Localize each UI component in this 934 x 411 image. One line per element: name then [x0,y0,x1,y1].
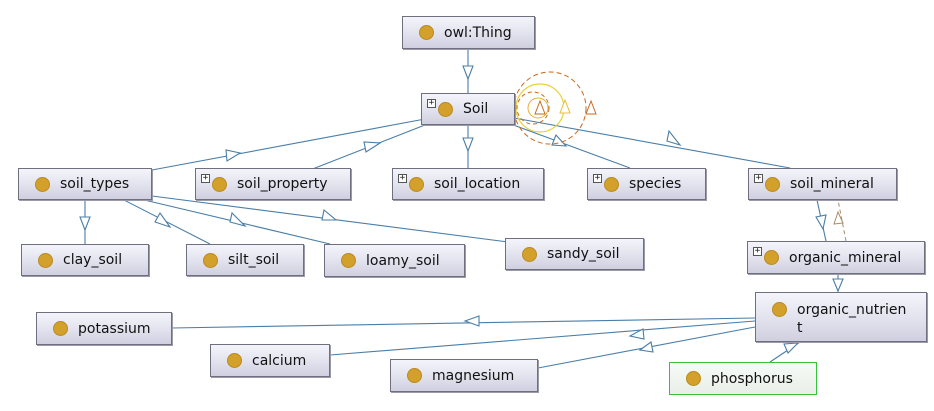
class-icon [35,176,50,192]
arrowhead [462,65,474,81]
class-icon [686,371,701,386]
arrowhead [321,208,338,221]
arrowhead [666,129,682,147]
expand-icon[interactable]: + [754,173,763,183]
self-loop [513,71,587,145]
class-label: soil_property [237,176,328,192]
expand-icon[interactable]: + [593,173,602,183]
class-node-sandy-soil[interactable]: sandy_soil [505,238,644,270]
edge-nutrient-calcium [329,320,756,356]
expand-icon[interactable]: + [398,173,407,183]
class-label: organic_mineral [789,249,902,266]
class-label: soil_types [60,176,130,192]
class-icon [341,253,356,268]
arrowhead [638,341,654,353]
class-icon [409,176,424,192]
class-icon [765,176,780,192]
class-node-owl-thing[interactable]: owl:Thing [402,16,535,49]
arrowhead [832,278,844,293]
class-icon [764,250,779,265]
class-label: calcium [252,352,307,369]
arrowhead [585,99,597,115]
arrowhead [79,216,91,232]
class-label: sandy_soil [547,246,620,262]
class-icon [419,25,434,40]
class-node-organic-mineral[interactable]: + organic_mineral [747,241,925,274]
class-node-calcium[interactable]: calcium [210,344,330,377]
class-node-soil-types[interactable]: soil_types [18,168,152,200]
class-label: soil_mineral [790,176,874,192]
edge-nutrient-potassium [171,317,756,329]
class-label: owl:Thing [444,24,512,41]
arrowhead [363,141,382,153]
class-node-soil-location[interactable]: + soil_location [392,168,544,200]
class-icon [522,246,537,262]
arrowhead [628,328,645,340]
class-label: Soil [463,101,489,117]
class-icon [772,302,787,317]
expand-icon[interactable]: + [201,173,210,183]
edge-soil-types [151,118,426,171]
arrowhead [225,149,242,162]
class-label: loamy_soil [366,252,440,269]
expand-icon[interactable]: + [753,246,762,256]
class-label: phosphorus [711,370,793,387]
arrowhead [154,211,172,229]
class-node-clay-soil[interactable]: clay_soil [21,244,149,276]
arrowhead [551,133,568,147]
class-icon [212,176,227,192]
class-label: silt_soil [228,252,280,268]
edge-soil-mineral [513,117,791,169]
arrowhead [462,137,474,153]
expand-icon[interactable]: + [427,98,436,108]
class-node-silt-soil[interactable]: silt_soil [186,244,304,276]
class-icon [604,176,619,192]
edge-soil-species [507,122,631,169]
class-node-loamy-soil[interactable]: loamy_soil [324,244,465,277]
class-icon [438,101,453,117]
class-icon [203,252,218,268]
class-label: potassium [78,320,151,337]
class-label: species [629,176,682,192]
class-node-soil[interactable]: + Soil [421,93,515,125]
arrowhead [229,211,247,228]
class-icon [227,353,242,368]
arrowhead [815,214,827,231]
class-node-magnesium[interactable]: magnesium [390,359,538,392]
arrowhead [463,315,480,327]
class-node-organic-nutrient[interactable]: organic_nutrien t [755,292,927,342]
class-node-phosphorus[interactable]: phosphorus [669,362,817,395]
class-icon [407,368,422,383]
arrowhead [534,99,546,115]
self-loop [516,91,550,125]
class-node-soil-mineral[interactable]: + soil_mineral [748,168,897,200]
class-label: magnesium [432,367,515,384]
class-label: soil_location [434,176,521,192]
class-node-potassium[interactable]: potassium [36,312,172,345]
arrowhead [783,342,800,354]
class-label: clay_soil [63,252,123,268]
class-icon [53,321,68,336]
self-loop [527,97,549,119]
class-node-soil-property[interactable]: + soil_property [195,168,351,200]
class-label: organic_nutrien t [797,302,907,336]
arrowhead [559,98,571,114]
class-node-species[interactable]: + species [587,168,706,200]
arrowhead-dashed [833,210,844,225]
class-icon [38,252,53,268]
